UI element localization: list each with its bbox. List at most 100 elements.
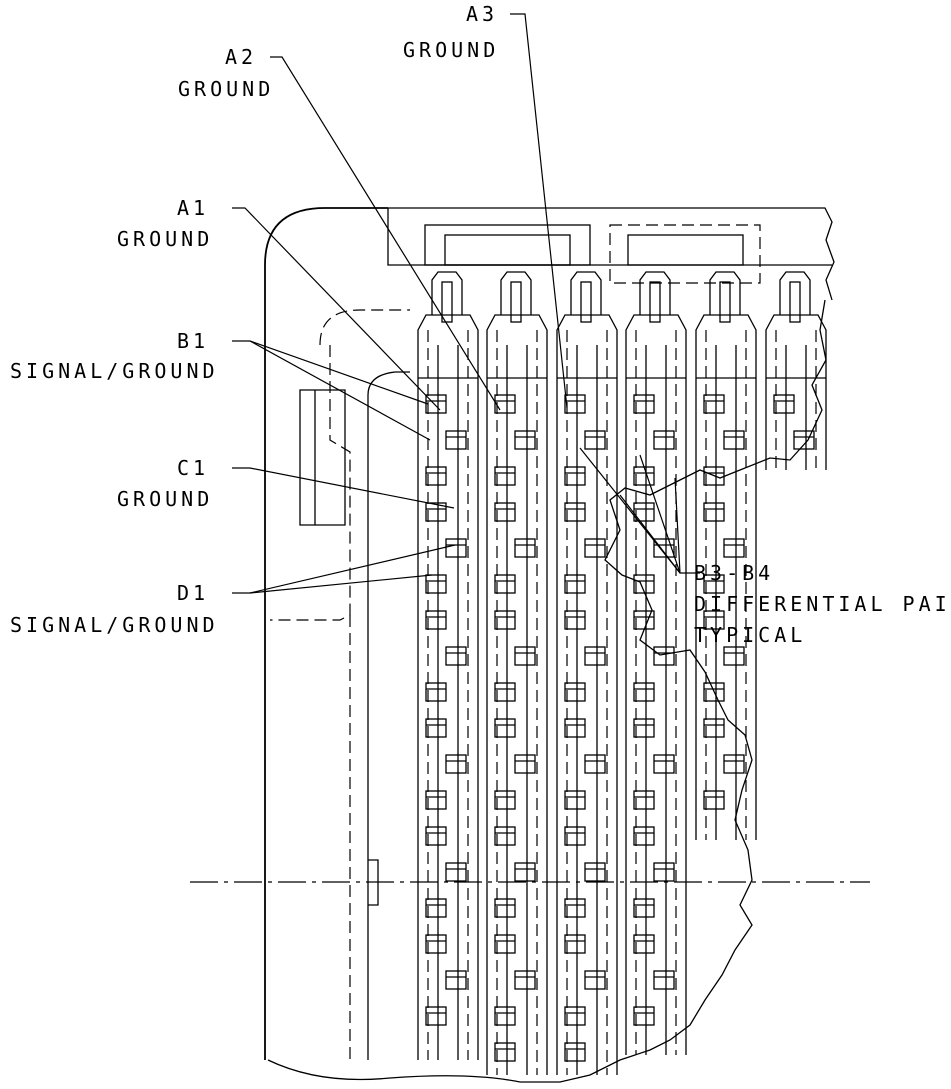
pin-latch-slot bbox=[789, 281, 801, 323]
pin-contact bbox=[494, 394, 516, 414]
pin-contact bbox=[653, 754, 675, 774]
pin-contact bbox=[703, 718, 725, 738]
pin-contact bbox=[494, 718, 516, 738]
label-d1-desc: SIGNAL/GROUND bbox=[10, 613, 219, 637]
pin-latch-slot bbox=[510, 281, 522, 323]
label-b1-desc: SIGNAL/GROUND bbox=[10, 359, 219, 383]
label-a1-desc: GROUND bbox=[117, 227, 213, 251]
pin-contact bbox=[793, 430, 815, 450]
pin-contact bbox=[584, 430, 606, 450]
pin-contact bbox=[425, 934, 447, 954]
pin-latch-slot bbox=[649, 281, 661, 323]
pin-latch bbox=[709, 271, 741, 315]
pin-contact bbox=[425, 574, 447, 594]
pin-contact bbox=[584, 754, 606, 774]
pin-contact bbox=[425, 898, 447, 918]
label-a2-id: A2 bbox=[225, 45, 257, 69]
pin-column bbox=[486, 314, 548, 1075]
pin-contact bbox=[723, 754, 745, 774]
pin-contact bbox=[633, 790, 655, 810]
label-a1-id: A1 bbox=[177, 196, 209, 220]
pin-contact bbox=[425, 610, 447, 630]
pin-contact bbox=[494, 898, 516, 918]
label-a2-desc: GROUND bbox=[178, 77, 274, 101]
pin-contact bbox=[564, 502, 586, 522]
pin-contact bbox=[633, 826, 655, 846]
pin-latch-slot bbox=[719, 281, 731, 323]
pin-contact bbox=[584, 970, 606, 990]
pin-contact bbox=[445, 970, 467, 990]
pin-contact bbox=[703, 790, 725, 810]
pin-contact bbox=[564, 718, 586, 738]
label-a3-desc: GROUND bbox=[403, 38, 499, 62]
pin-contact bbox=[494, 826, 516, 846]
pin-contact bbox=[633, 898, 655, 918]
pin-contact bbox=[584, 646, 606, 666]
pin-latch bbox=[570, 271, 602, 315]
pin-contact bbox=[723, 646, 745, 666]
pin-contact bbox=[494, 610, 516, 630]
pin-contact bbox=[494, 1006, 516, 1026]
pin-latch bbox=[639, 271, 671, 315]
pin-contact bbox=[514, 646, 536, 666]
pin-contact bbox=[445, 862, 467, 882]
pin-column bbox=[625, 314, 687, 1055]
pin-contact bbox=[653, 970, 675, 990]
pin-contact bbox=[653, 538, 675, 558]
pin-contact bbox=[633, 394, 655, 414]
pin-contact bbox=[445, 430, 467, 450]
pin-contact bbox=[494, 1042, 516, 1062]
pin-contact bbox=[703, 502, 725, 522]
pin-contact bbox=[425, 790, 447, 810]
pin-contact bbox=[633, 502, 655, 522]
pin-contact bbox=[494, 502, 516, 522]
pin-contact bbox=[514, 970, 536, 990]
label-b3b4-id: B3-B4 bbox=[694, 561, 774, 585]
cutaway-break-line bbox=[520, 299, 827, 1083]
pin-contact bbox=[494, 466, 516, 486]
pin-contact bbox=[425, 826, 447, 846]
pin-contact bbox=[425, 466, 447, 486]
pin-contact bbox=[703, 574, 725, 594]
pin-contact bbox=[564, 682, 586, 702]
pin-latch bbox=[431, 271, 463, 315]
label-d1-id: D1 bbox=[177, 581, 209, 605]
pin-contact bbox=[723, 538, 745, 558]
pin-contact bbox=[564, 394, 586, 414]
pin-column bbox=[417, 314, 479, 1060]
pin-column bbox=[695, 314, 757, 840]
callout-labels: A3 GROUND A2 GROUND A1 GROUND B1 SIGNAL/… bbox=[10, 2, 951, 647]
pin-contact bbox=[514, 862, 536, 882]
pin-contact bbox=[633, 718, 655, 738]
pin-contact bbox=[564, 826, 586, 846]
pin-contact bbox=[723, 430, 745, 450]
pin-contact bbox=[703, 394, 725, 414]
label-a3-id: A3 bbox=[466, 2, 498, 26]
pin-contact bbox=[703, 610, 725, 630]
pin-contact bbox=[494, 682, 516, 702]
pin-contact bbox=[633, 574, 655, 594]
pin-latch-slot bbox=[580, 281, 592, 323]
pin-contact bbox=[564, 574, 586, 594]
pin-latch bbox=[779, 271, 811, 315]
pin-column bbox=[765, 314, 827, 470]
pin-contact bbox=[425, 502, 447, 522]
pin-contact bbox=[633, 466, 655, 486]
housing-outline bbox=[264, 207, 835, 1083]
pin-contact bbox=[564, 610, 586, 630]
pin-latch bbox=[500, 271, 532, 315]
label-c1-desc: GROUND bbox=[117, 487, 213, 511]
label-b3b4-desc2: TYPICAL bbox=[694, 623, 806, 647]
pin-contact bbox=[564, 790, 586, 810]
label-c1-id: C1 bbox=[177, 456, 209, 480]
pin-contact bbox=[445, 538, 467, 558]
pin-contact bbox=[494, 790, 516, 810]
pin-contact bbox=[514, 430, 536, 450]
pin-contact bbox=[653, 862, 675, 882]
pin-contact bbox=[494, 574, 516, 594]
pin-contact bbox=[514, 538, 536, 558]
callout-leaders bbox=[232, 13, 700, 594]
pin-contact bbox=[633, 934, 655, 954]
pin-contact bbox=[425, 394, 447, 414]
